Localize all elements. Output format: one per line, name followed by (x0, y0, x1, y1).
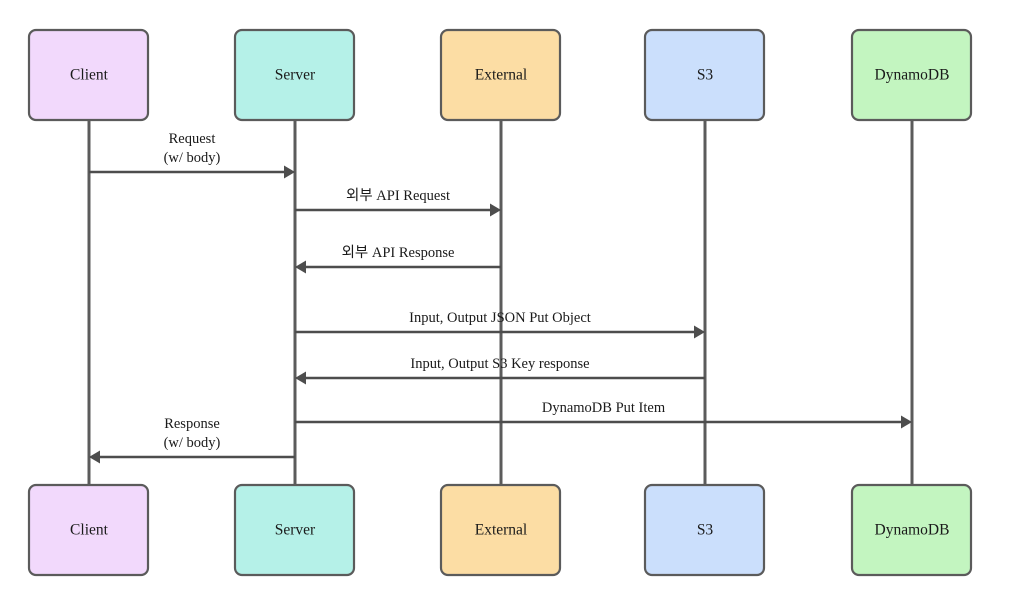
lifelines-layer (87, 120, 914, 485)
participant-label-s3: S3 (697, 67, 714, 84)
participant-box-s3[interactable] (643, 28, 766, 122)
message-arrowhead-m1 (284, 165, 295, 179)
message-label-m4: Input, Output JSON Put Object (409, 310, 591, 326)
message-m2[interactable]: 외부 API Request (295, 187, 501, 217)
message-m6[interactable]: DynamoDB Put Item (295, 400, 912, 429)
participant-box-external[interactable] (439, 28, 562, 122)
participant-s3-bottom[interactable]: S3 (643, 483, 766, 577)
participant-label-external: External (475, 522, 528, 539)
participant-label-dynamodb: DynamoDB (875, 522, 950, 539)
participant-label-client: Client (70, 522, 109, 539)
participant-server-top[interactable]: Server (233, 28, 356, 122)
participant-s3-top[interactable]: S3 (643, 28, 766, 122)
message-m5[interactable]: Input, Output S3 Key response (295, 356, 705, 385)
participant-client-top[interactable]: Client (27, 28, 150, 122)
participant-dynamodb-top[interactable]: DynamoDB (850, 28, 973, 122)
participant-external-top[interactable]: External (439, 28, 562, 122)
participant-server-bottom[interactable]: Server (233, 483, 356, 577)
participant-box-external[interactable] (439, 483, 562, 577)
message-arrowhead-m7 (89, 450, 100, 464)
participant-label-server: Server (275, 67, 316, 84)
message-label-m6: DynamoDB Put Item (542, 400, 666, 416)
message-label-m3: 외부 API Response (342, 244, 455, 261)
participant-label-server: Server (275, 522, 316, 539)
messages-layer: Request(w/ body) 외부 API Request 외부 API Res… (89, 131, 912, 464)
message-arrowhead-m6 (901, 415, 912, 429)
message-label-m2: 외부 API Request (346, 187, 450, 204)
message-arrowhead-m3 (295, 260, 306, 274)
participant-box-s3[interactable] (643, 483, 766, 577)
message-label-m7: Response(w/ body) (164, 416, 221, 451)
message-m4[interactable]: Input, Output JSON Put Object (295, 310, 705, 339)
message-label-m1: Request(w/ body) (164, 131, 221, 166)
participant-box-client[interactable] (27, 28, 150, 122)
participant-label-s3: S3 (697, 522, 714, 539)
participant-box-server[interactable] (233, 483, 356, 577)
participant-client-bottom[interactable]: Client (27, 483, 150, 577)
message-arrowhead-m5 (295, 371, 306, 385)
participant-box-dynamodb[interactable] (850, 28, 973, 122)
participant-box-client[interactable] (27, 483, 150, 577)
participant-external-bottom[interactable]: External (439, 483, 562, 577)
participant-dynamodb-bottom[interactable]: DynamoDB (850, 483, 973, 577)
message-m3[interactable]: 외부 API Response (295, 244, 501, 274)
participant-box-dynamodb[interactable] (850, 483, 973, 577)
message-label-m5: Input, Output S3 Key response (410, 356, 589, 372)
participant-label-external: External (475, 67, 528, 84)
participant-label-client: Client (70, 67, 109, 84)
message-m1[interactable]: Request(w/ body) (89, 131, 295, 179)
message-arrowhead-m4 (694, 325, 705, 339)
participant-label-dynamodb: DynamoDB (875, 67, 950, 84)
participant-box-server[interactable] (233, 28, 356, 122)
message-arrowhead-m2 (490, 203, 501, 217)
message-m7[interactable]: Response(w/ body) (89, 416, 295, 464)
